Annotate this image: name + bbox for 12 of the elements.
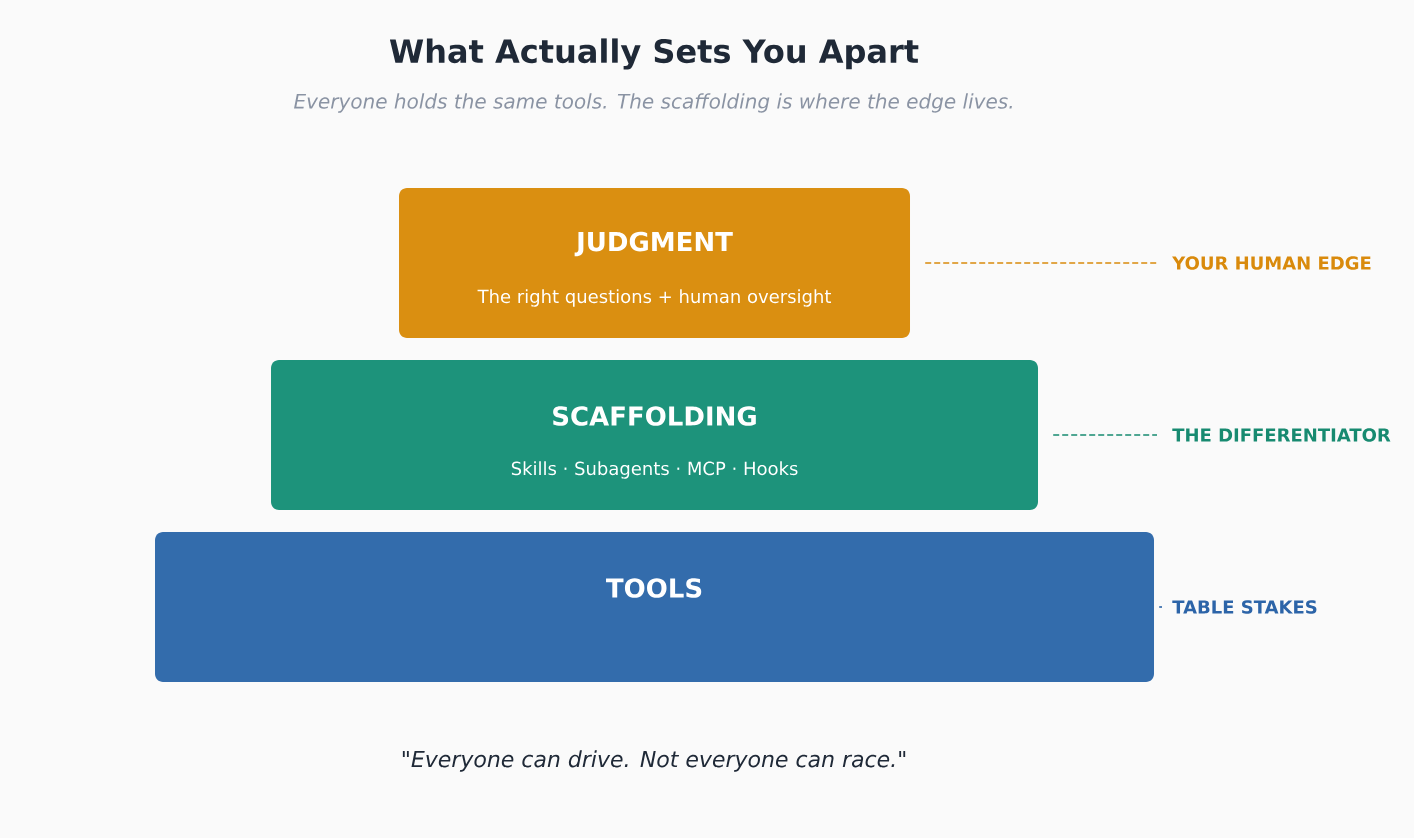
layer-label: YOUR HUMAN EDGE bbox=[1172, 256, 1371, 270]
layer-label: THE DIFFERENTIATOR bbox=[1172, 428, 1391, 442]
layer-box: TOOLS bbox=[155, 532, 1154, 682]
layer-label: TABLE STAKES bbox=[1172, 600, 1317, 614]
leader-line bbox=[1158, 606, 1163, 608]
title: What Actually Sets You Apart bbox=[389, 38, 919, 70]
quote: "Everyone can drive. Not everyone can race." bbox=[402, 750, 906, 772]
subtitle: Everyone holds the same tools. The scaffolding is where the edge lives. bbox=[294, 93, 1012, 113]
layer-box: JUDGMENT The right questions + human oversight bbox=[399, 188, 910, 338]
layer-box: SCAFFOLDING Skills · Subagents · MCP · Hooks bbox=[271, 360, 1038, 510]
leader-line bbox=[924, 262, 1158, 264]
leader-line bbox=[1052, 434, 1158, 436]
